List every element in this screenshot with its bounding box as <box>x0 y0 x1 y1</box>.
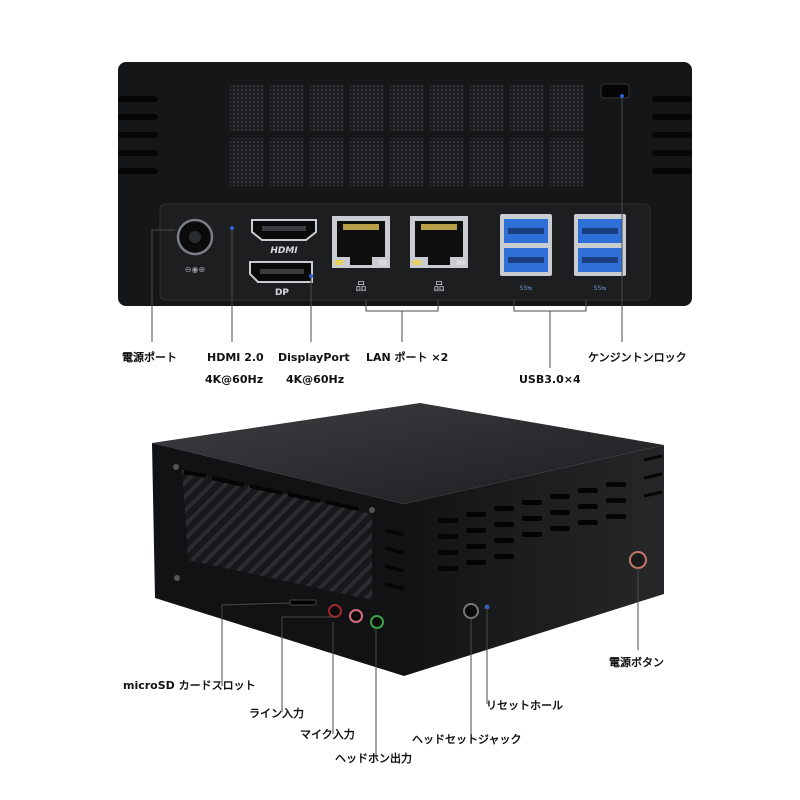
svg-text:⊖◉⊕: ⊖◉⊕ <box>185 265 205 274</box>
bottom-leader-dots <box>485 605 489 609</box>
label-hdmi-line1: HDMI 2.0 <box>207 351 264 364</box>
label-headphone-out: ヘッドホン出力 <box>335 752 412 765</box>
line-in-jack <box>328 604 342 618</box>
device-top-lid <box>152 403 664 504</box>
svg-text:品: 品 <box>356 280 367 293</box>
mic-in-jack <box>349 609 363 623</box>
top-leader-dots <box>230 94 624 278</box>
front-screw-3 <box>174 575 180 581</box>
lan-port-1: 品 <box>332 216 390 293</box>
right-cooling-fins <box>652 96 692 174</box>
power-button-hw <box>629 551 647 569</box>
label-dp-line2: 4K@60Hz <box>286 373 345 386</box>
front-screw-2 <box>369 507 375 513</box>
rear-view-device: ⊖◉⊕ HDMI DP 品 <box>118 62 692 306</box>
label-power-button: 電源ボタン <box>609 656 664 669</box>
front-diagonal-vent <box>182 470 372 600</box>
dp-label: DP <box>275 288 289 298</box>
svg-text:SS⇆: SS⇆ <box>594 285 607 292</box>
label-microsd: microSD カードスロット <box>123 679 256 692</box>
bottom-leader-lines <box>221 568 639 758</box>
headset-jack-hw <box>463 603 479 619</box>
hdmi-port <box>251 219 317 241</box>
label-line-in: ライン入力 <box>249 707 304 720</box>
microsd-slot <box>289 599 317 606</box>
top-leader-lines <box>151 96 623 368</box>
displayport-port <box>249 261 313 283</box>
front-top-vents <box>184 470 358 511</box>
lan-port-2: 品 <box>410 216 468 293</box>
label-hdmi-line2: 4K@60Hz <box>205 373 264 386</box>
side-vent-slots <box>438 482 626 571</box>
label-power-port: 電源ポート <box>122 351 177 364</box>
label-dp-line1: DisplayPort <box>278 351 350 364</box>
svg-text:品: 品 <box>434 280 445 293</box>
corner-fins <box>384 454 663 591</box>
label-mic-in: マイク入力 <box>300 728 355 741</box>
usb-port-stack-2: SS⇆ <box>574 214 626 292</box>
headphone-out-jack <box>370 615 384 629</box>
front-view-device <box>152 403 664 676</box>
svg-text:SS⇆: SS⇆ <box>520 285 533 292</box>
front-screw-1 <box>173 464 179 470</box>
label-headset-jack: ヘッドセットジャック <box>412 733 522 746</box>
usb-port-stack-1: SS⇆ <box>500 214 552 292</box>
dc-power-port: ⊖◉⊕ <box>176 218 214 274</box>
hdmi-logo: HDMI <box>270 246 298 256</box>
kensington-lock-slot <box>600 83 630 99</box>
rear-vent-grid <box>230 85 584 186</box>
label-kensington: ケンジントンロック <box>588 351 687 364</box>
label-reset-hole: リセットホール <box>486 699 563 712</box>
label-lan: LAN ポート ×2 <box>366 351 449 364</box>
label-usb: USB3.0×4 <box>519 373 581 386</box>
left-cooling-fins <box>118 96 158 174</box>
